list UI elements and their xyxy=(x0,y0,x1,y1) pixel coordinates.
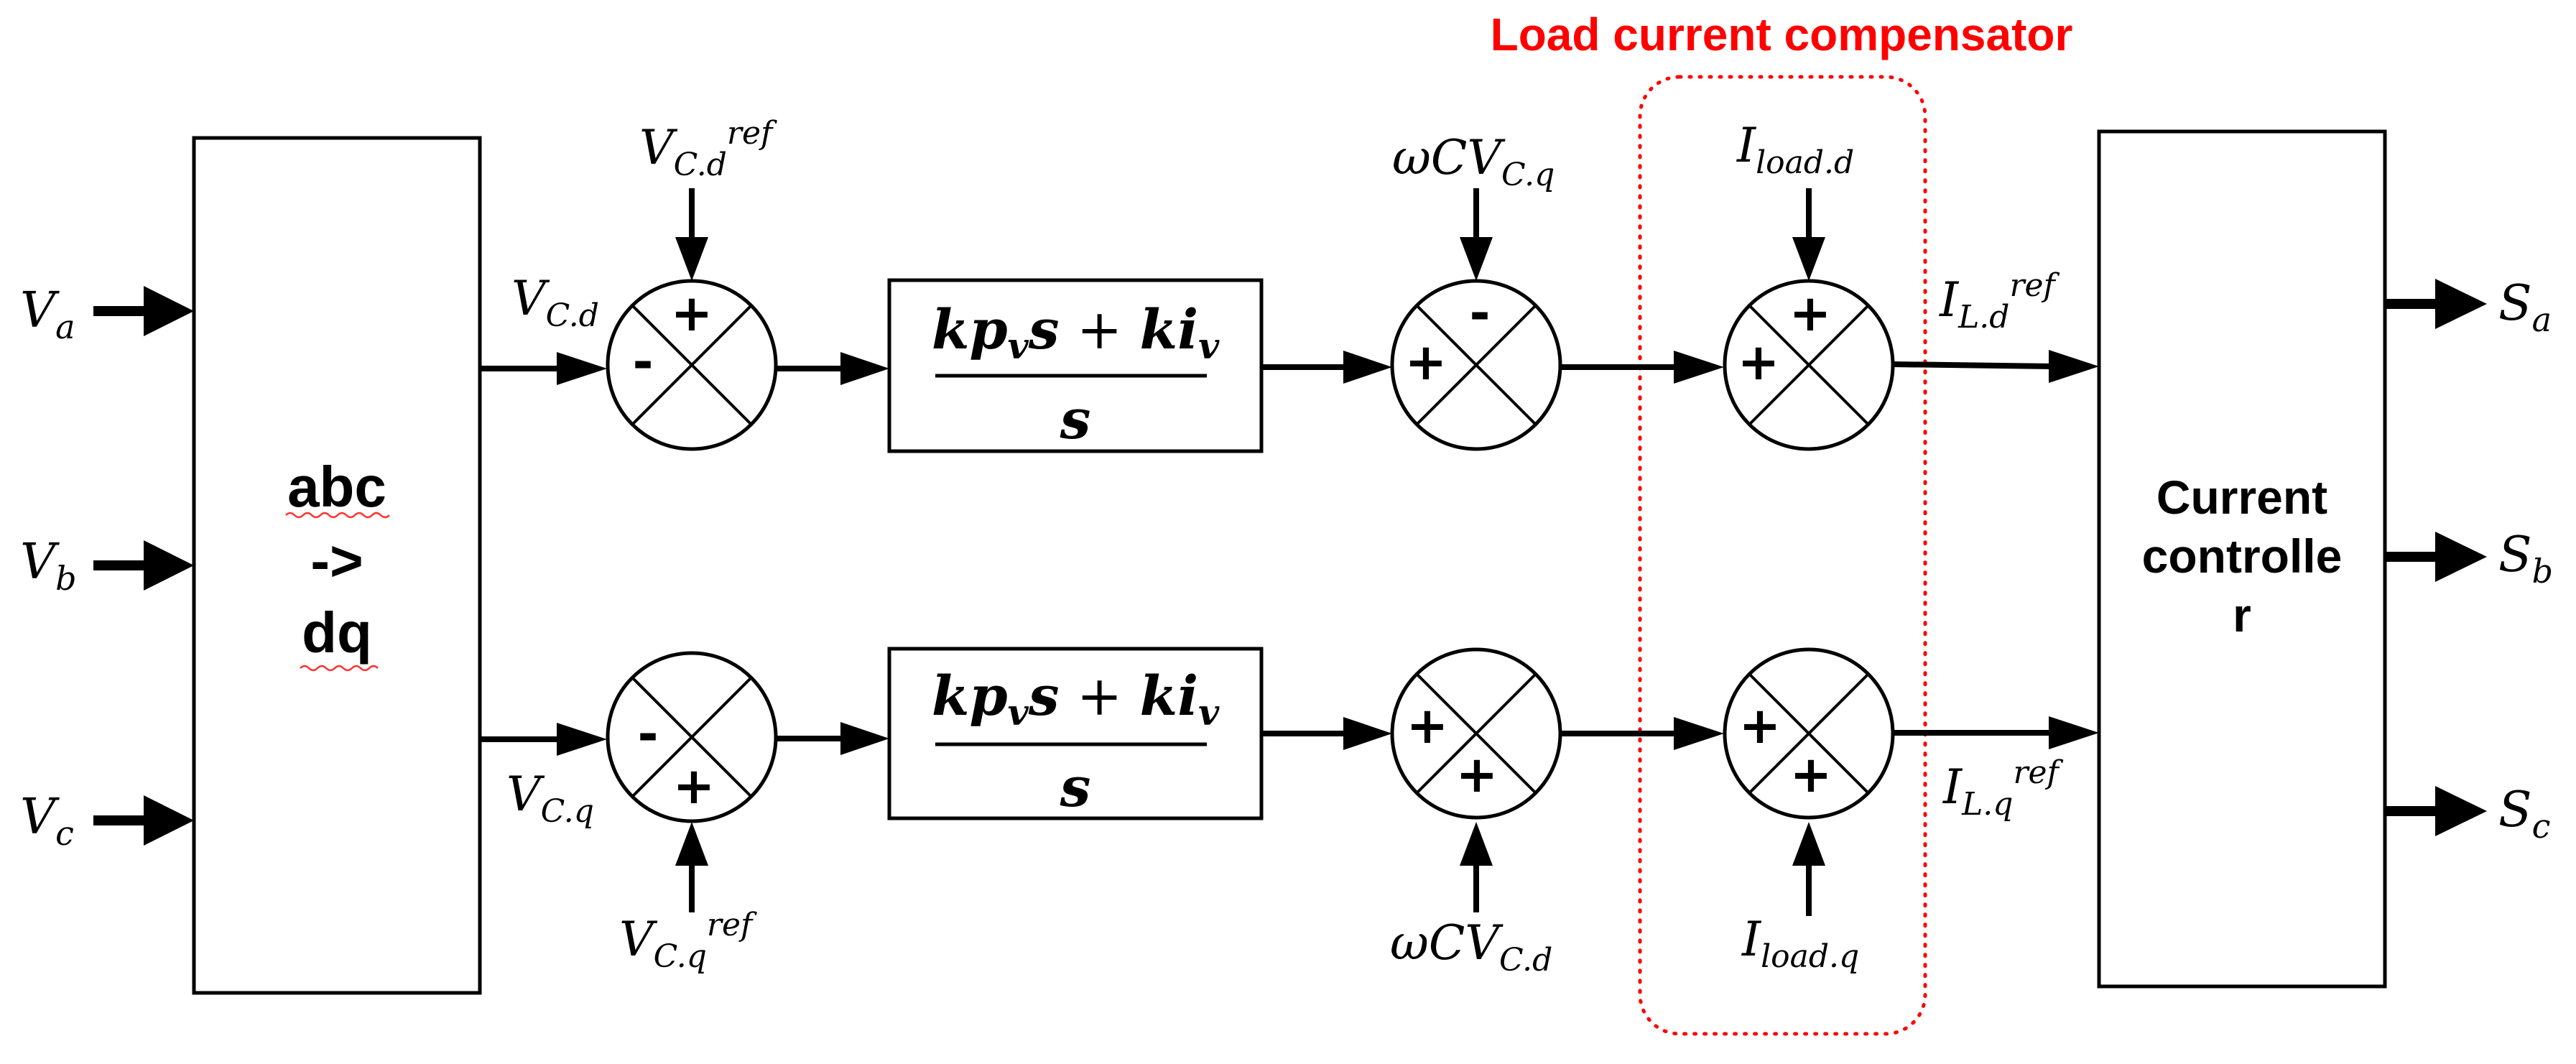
sum2-left-sign: + xyxy=(1405,333,1447,392)
svg-text:kpvs + kiv: kpvs + kiv xyxy=(932,297,1220,367)
arrow-pi-sum2 xyxy=(1343,351,1392,384)
arrow-ilq-ref xyxy=(2049,716,2099,749)
sum3-left-sign: + xyxy=(1738,333,1780,392)
svg-text:kpvs + kiv: kpvs + kiv xyxy=(932,664,1220,734)
abc-to-dq-block xyxy=(192,136,482,995)
summing-junction-2: - + xyxy=(1390,279,1562,451)
sum6-left-sign: + xyxy=(1739,696,1782,755)
signal-ild-ref-label: IL.dref xyxy=(1939,267,2060,336)
pi-controller-d: kpvs + kiv s xyxy=(887,278,1264,453)
summing-junction-6: + + xyxy=(1723,647,1895,820)
compensator-region xyxy=(1638,75,1927,1036)
input-vb-arrow xyxy=(144,540,194,591)
signal-vcd-label: VC.d xyxy=(511,271,599,334)
output-sa-label: Sa xyxy=(2498,275,2552,339)
current-controller-line1: Current xyxy=(2156,471,2327,524)
output-sb-arrow xyxy=(2435,532,2487,582)
input-va-arrow xyxy=(144,286,194,336)
arrow-iload-q xyxy=(1792,822,1825,866)
current-controller-line2: controlle xyxy=(2142,529,2343,583)
arrow-sum1-pi xyxy=(840,352,889,385)
abc-block-line2: -> xyxy=(310,529,363,593)
input-vc-arrow xyxy=(144,795,194,846)
output-sa-arrow xyxy=(2435,279,2487,329)
current-controller-line3: r xyxy=(2233,588,2251,642)
arrow-vcq xyxy=(557,723,607,756)
arrow-wcv-cd xyxy=(1460,822,1493,866)
output-sc-label: Sc xyxy=(2498,782,2550,846)
summing-junction-3: + + xyxy=(1723,279,1895,451)
signal-iload-q-label: Iload.q xyxy=(1741,912,1859,975)
sum2-top-sign: - xyxy=(1469,284,1490,343)
input-va-label: Va xyxy=(20,282,75,346)
sum5-bottom-sign: + xyxy=(1456,745,1498,804)
summing-junction-5: + + xyxy=(1390,647,1562,820)
arrow-sum5-sum6 xyxy=(1674,717,1724,750)
arrow-vcq-ref xyxy=(675,822,708,866)
sum4-left-sign: - xyxy=(637,705,658,764)
svg-text:s: s xyxy=(1060,387,1091,451)
arrow-vcd-ref xyxy=(675,237,708,281)
spellcheck-underline xyxy=(300,665,379,672)
signal-ilq-ref-label: IL.qref xyxy=(1942,754,2064,823)
pi-controller-q: kpvs + kiv s xyxy=(887,647,1264,820)
spellcheck-underline xyxy=(285,512,390,519)
sum5-left-sign: + xyxy=(1407,696,1449,755)
arrow-pi-sum5 xyxy=(1343,717,1392,750)
output-sc-arrow xyxy=(2435,786,2487,836)
compensator-label: Load current compensator xyxy=(1491,9,2073,60)
sum4-bottom-sign: + xyxy=(673,757,715,815)
signal-iload-d-label: Iload.d xyxy=(1736,118,1854,181)
signal-vcq-ref-label: VC.qref xyxy=(619,907,757,975)
arrow-vcd xyxy=(557,352,607,385)
wire-ild-ref xyxy=(1892,361,2055,369)
input-vc-label: Vc xyxy=(20,789,74,853)
signal-wcv-cd-label: ωCVC.d xyxy=(1390,915,1552,979)
arrow-wcv-cq xyxy=(1460,237,1493,281)
output-sb-label: Sb xyxy=(2498,527,2553,591)
svg-text:s: s xyxy=(1060,755,1091,819)
abc-block-line1: abc xyxy=(287,455,386,519)
arrow-sum2-sum3 xyxy=(1674,351,1724,384)
current-controller-block xyxy=(2097,129,2387,989)
sum3-top-sign: + xyxy=(1789,284,1832,343)
signal-vcq-label: VC.q xyxy=(506,767,594,830)
arrow-ild-ref xyxy=(2049,350,2099,383)
arrow-sum4-pi xyxy=(840,722,889,755)
summing-junction-1: + - xyxy=(606,279,778,451)
summing-junction-4: - + xyxy=(606,651,778,823)
arrow-iload-d xyxy=(1792,237,1825,281)
signal-wcv-cq-label: ωCVC.q xyxy=(1392,130,1555,193)
signal-vcd-ref-label: VC.dref xyxy=(639,115,777,183)
abc-block-line3: dq xyxy=(302,601,372,665)
input-vb-label: Vb xyxy=(20,534,77,598)
sum6-bottom-sign: + xyxy=(1790,745,1833,804)
sum1-left-sign: - xyxy=(632,333,653,392)
sum1-top-sign: + xyxy=(671,284,713,343)
